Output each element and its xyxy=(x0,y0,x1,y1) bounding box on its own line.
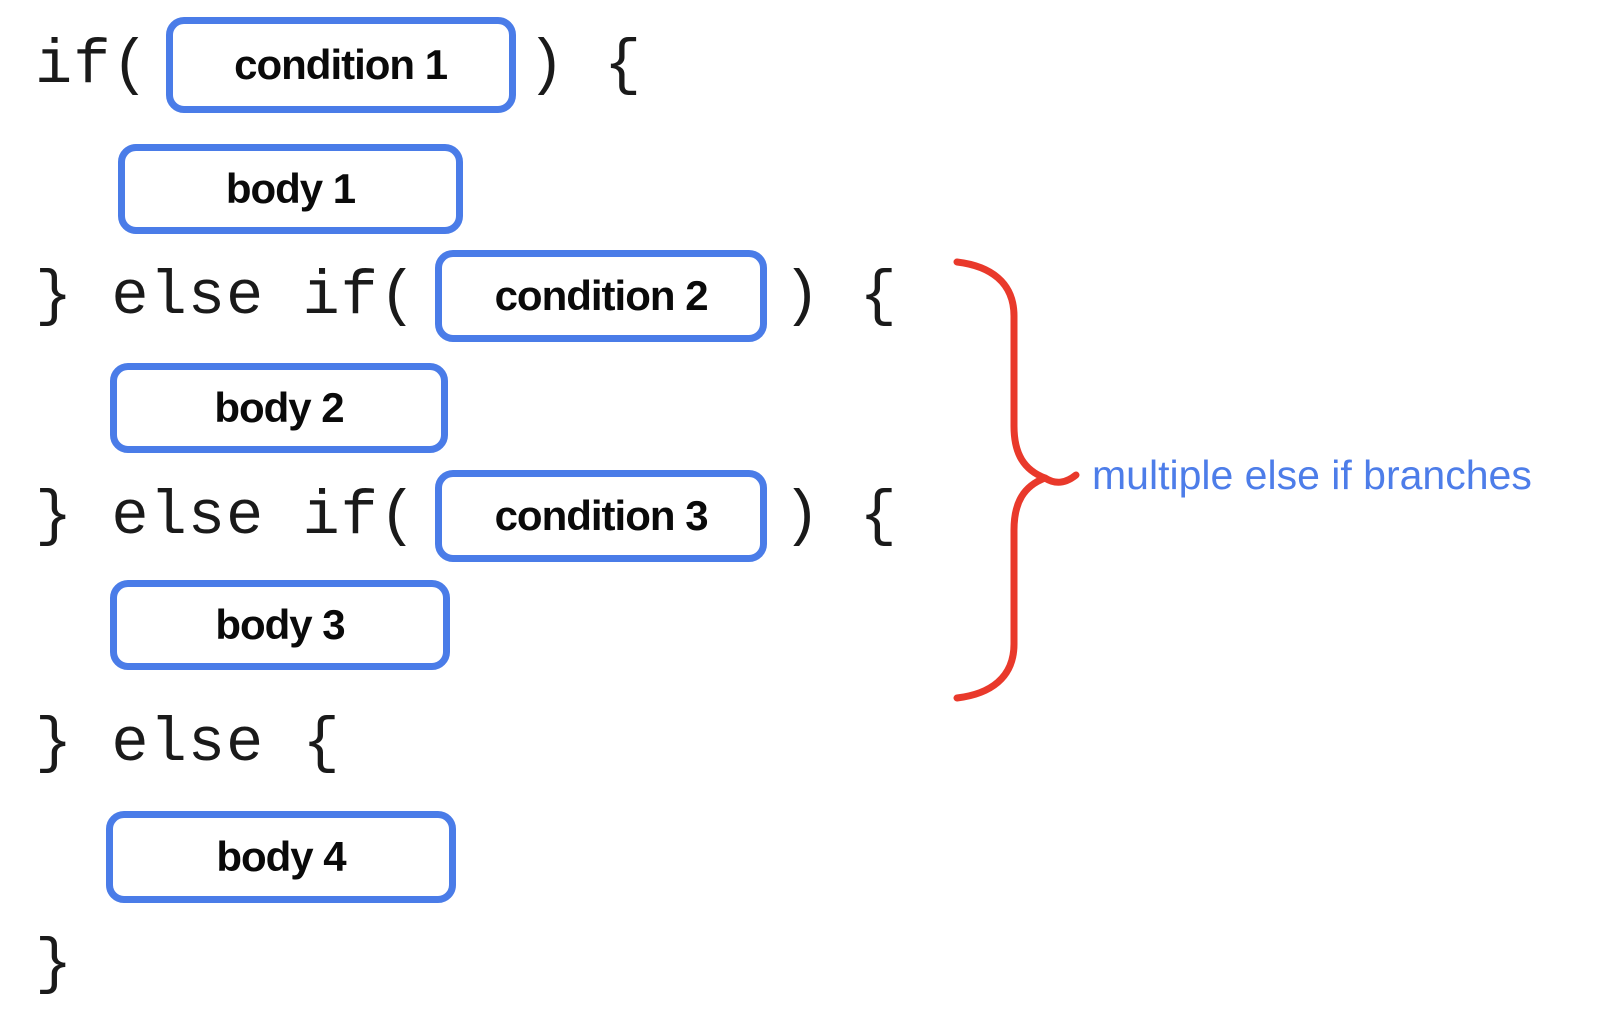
annotation-label: multiple else if branches xyxy=(1092,452,1532,498)
body-box-2: body 2 xyxy=(110,363,448,453)
body-box-4: body 4 xyxy=(106,811,456,903)
condition-box-1-label: condition 1 xyxy=(234,41,448,88)
condition-box-1: condition 1 xyxy=(165,17,516,113)
body-box-2-label: body 2 xyxy=(214,384,344,431)
code-line-else: } else { xyxy=(35,708,341,779)
code-text-else-if-2-close: ) { xyxy=(783,480,898,552)
body-box-1: body 1 xyxy=(118,144,463,234)
body-box-1-label: body 1 xyxy=(225,165,356,212)
condition-box-2: condition 2 xyxy=(435,250,768,342)
body-box-3: body 3 xyxy=(110,580,450,670)
code-line-closing-brace: } xyxy=(35,929,73,1000)
code-line-if: if( condition 1 ) { xyxy=(35,17,642,113)
condition-box-2-label: condition 2 xyxy=(494,272,709,319)
code-text-if-close: ) { xyxy=(527,29,643,101)
condition-box-3-label: condition 3 xyxy=(494,492,709,539)
body-box-4-label: body 4 xyxy=(216,833,346,880)
code-text-else: } else { xyxy=(35,707,341,779)
code-line-else-if-1: } else if( condition 2 ) { xyxy=(35,250,898,342)
code-text-closing-brace: } xyxy=(35,928,74,1000)
condition-box-3: condition 3 xyxy=(435,470,768,562)
code-text-else-if-1-close: ) { xyxy=(783,260,898,332)
code-text-if-open: if( xyxy=(35,29,150,101)
code-text-else-if-1-open: } else if( xyxy=(35,260,418,332)
code-text-else-if-2-open: } else if( xyxy=(35,480,418,552)
code-line-else-if-2: } else if( condition 3 ) { xyxy=(35,470,898,562)
body-box-3-label: body 3 xyxy=(215,601,345,648)
curly-brace-icon xyxy=(953,258,1080,702)
